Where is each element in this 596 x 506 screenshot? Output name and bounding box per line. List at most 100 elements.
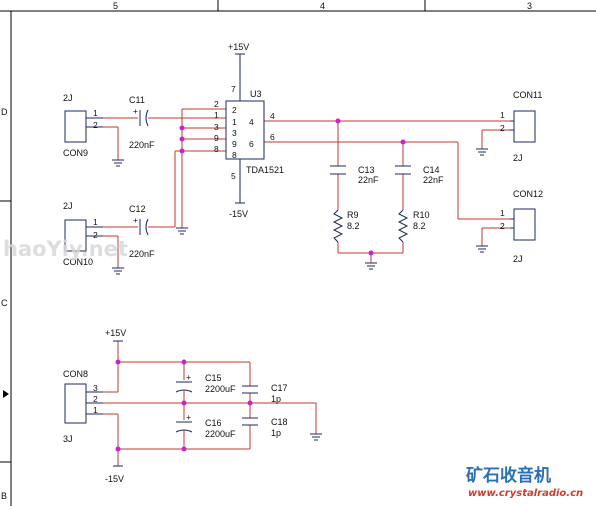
component-value: 8.2 — [347, 221, 360, 231]
pin-number: 8 — [214, 144, 219, 154]
pin-number: 7 — [231, 84, 236, 94]
pin-number: 3 — [93, 383, 98, 393]
frame-col-label: 3 — [527, 1, 532, 11]
ground-icon — [476, 245, 488, 253]
ground-icon — [176, 227, 188, 235]
connector-con11[interactable]: CON11 2J 1 2 — [500, 90, 542, 163]
pin-number: 2 — [93, 230, 98, 240]
capacitor-c14[interactable]: C14 22nF — [395, 165, 444, 185]
connector-ref: CON8 — [63, 369, 88, 379]
connector-ref: CON10 — [63, 257, 93, 267]
resistor-r10[interactable]: R10 8.2 — [397, 209, 430, 243]
connector-con9[interactable]: 2J CON9 1 2 — [63, 93, 103, 158]
ic-tda1521[interactable]: U3 TDA1521 7 2 1 3 9 8 5 4 6 2 1 3 9 8 4… — [214, 84, 284, 181]
power-label: +15V — [228, 42, 249, 52]
ground-icon — [112, 267, 124, 275]
pin-number: 2 — [93, 120, 98, 130]
psu-wires — [103, 341, 317, 466]
pin-number: 6 — [270, 132, 275, 142]
component-value: 8.2 — [413, 221, 426, 231]
pin-number: 3 — [214, 122, 219, 132]
pin-number: 3 — [232, 128, 237, 138]
connector-type: 2J — [63, 93, 73, 103]
polarity-plus-icon: + — [133, 106, 138, 116]
component-ref: C16 — [205, 418, 222, 428]
pin-number: 2 — [500, 221, 505, 231]
component-ref: C15 — [205, 373, 222, 383]
component-ref: C11 — [129, 95, 145, 105]
component-value: 2200uF — [205, 384, 236, 394]
component-value: 220nF — [129, 249, 155, 259]
ground-symbols — [112, 148, 488, 441]
connector-type: 2J — [513, 153, 523, 163]
watermark: haoYiy.net — [3, 237, 128, 261]
connector-ref: CON9 — [63, 148, 88, 158]
capacitor-c13[interactable]: C13 22nF — [330, 165, 379, 185]
site-branding: 矿石收音机 www.crystalradio.cn — [466, 465, 583, 499]
pin-number: 9 — [232, 139, 237, 149]
connector-type: 2J — [63, 201, 73, 211]
connector-type: 2J — [513, 254, 523, 264]
connector-ref: CON12 — [513, 189, 543, 199]
polarity-plus-icon: + — [186, 412, 191, 422]
ground-icon — [310, 433, 322, 441]
site-logo: 矿石收音机 — [466, 465, 551, 486]
connector-con8[interactable]: CON8 3J 3 2 1 — [63, 369, 103, 444]
pin-number: 1 — [500, 208, 505, 218]
component-value: 220nF — [129, 140, 155, 150]
capacitor-c15[interactable]: + C15 2200uF — [175, 372, 236, 394]
pin-number: 2 — [93, 394, 98, 404]
pin-number: 1 — [93, 405, 98, 415]
pin-number: 2 — [232, 105, 237, 115]
ic-ref: U3 — [250, 89, 262, 99]
pin-number: 6 — [249, 139, 254, 149]
power-label: -15V — [229, 209, 248, 219]
capacitor-c11[interactable]: + C11 220nF — [129, 95, 155, 150]
connector-con10[interactable]: 2J CON10 1 2 — [63, 201, 103, 267]
frame-arrow-icon — [3, 390, 9, 398]
connector-type: 3J — [63, 434, 73, 444]
power-rail-pos15-psu: +15V — [105, 328, 126, 342]
site-url: www.crystalradio.cn — [468, 488, 583, 499]
polarity-plus-icon: + — [133, 215, 138, 225]
frame-row-label: D — [1, 107, 8, 117]
amplifier-wires — [103, 108, 510, 268]
capacitor-c12[interactable]: + C12 220nF — [129, 204, 155, 259]
power-label: +15V — [105, 328, 126, 338]
ground-icon — [476, 148, 488, 156]
component-ref: C14 — [423, 165, 440, 175]
resistor-r9[interactable]: R9 8.2 — [332, 209, 360, 243]
component-value: 1p — [271, 394, 281, 404]
frame-col-label: 4 — [320, 1, 325, 11]
pin-number: 1 — [500, 110, 505, 120]
connector-con12[interactable]: CON12 2J 1 2 — [500, 189, 543, 264]
component-ref: C12 — [129, 204, 146, 214]
pin-number: 5 — [231, 171, 236, 181]
capacitor-c17[interactable]: C17 1p — [242, 383, 288, 404]
pin-number: 2 — [214, 99, 219, 109]
pin-number: 8 — [232, 150, 237, 160]
ground-icon — [112, 159, 124, 167]
polarity-plus-icon: + — [186, 372, 191, 382]
pin-number: 2 — [500, 123, 505, 133]
ground-icon — [365, 262, 377, 270]
frame-row-label: C — [1, 298, 8, 308]
pin-number: 1 — [93, 217, 98, 227]
component-value: 1p — [271, 428, 281, 438]
component-ref: R10 — [413, 210, 430, 220]
power-rail-pos15-top: +15V — [228, 42, 249, 101]
capacitor-c18[interactable]: C18 1p — [242, 417, 288, 438]
capacitor-c16[interactable]: + C16 2200uF — [175, 412, 236, 439]
component-value: 22nF — [423, 175, 444, 185]
frame-col-label: 5 — [113, 1, 118, 11]
power-rail-neg15-top: -15V — [229, 159, 248, 219]
junction-dots — [115, 118, 406, 452]
ic-part: TDA1521 — [246, 165, 284, 175]
component-value: 2200uF — [205, 429, 236, 439]
frame-row-label: B — [1, 491, 7, 501]
component-ref: C13 — [358, 165, 375, 175]
pin-number: 9 — [214, 133, 219, 143]
pin-number: 1 — [232, 117, 237, 127]
pin-number: 4 — [270, 111, 275, 121]
